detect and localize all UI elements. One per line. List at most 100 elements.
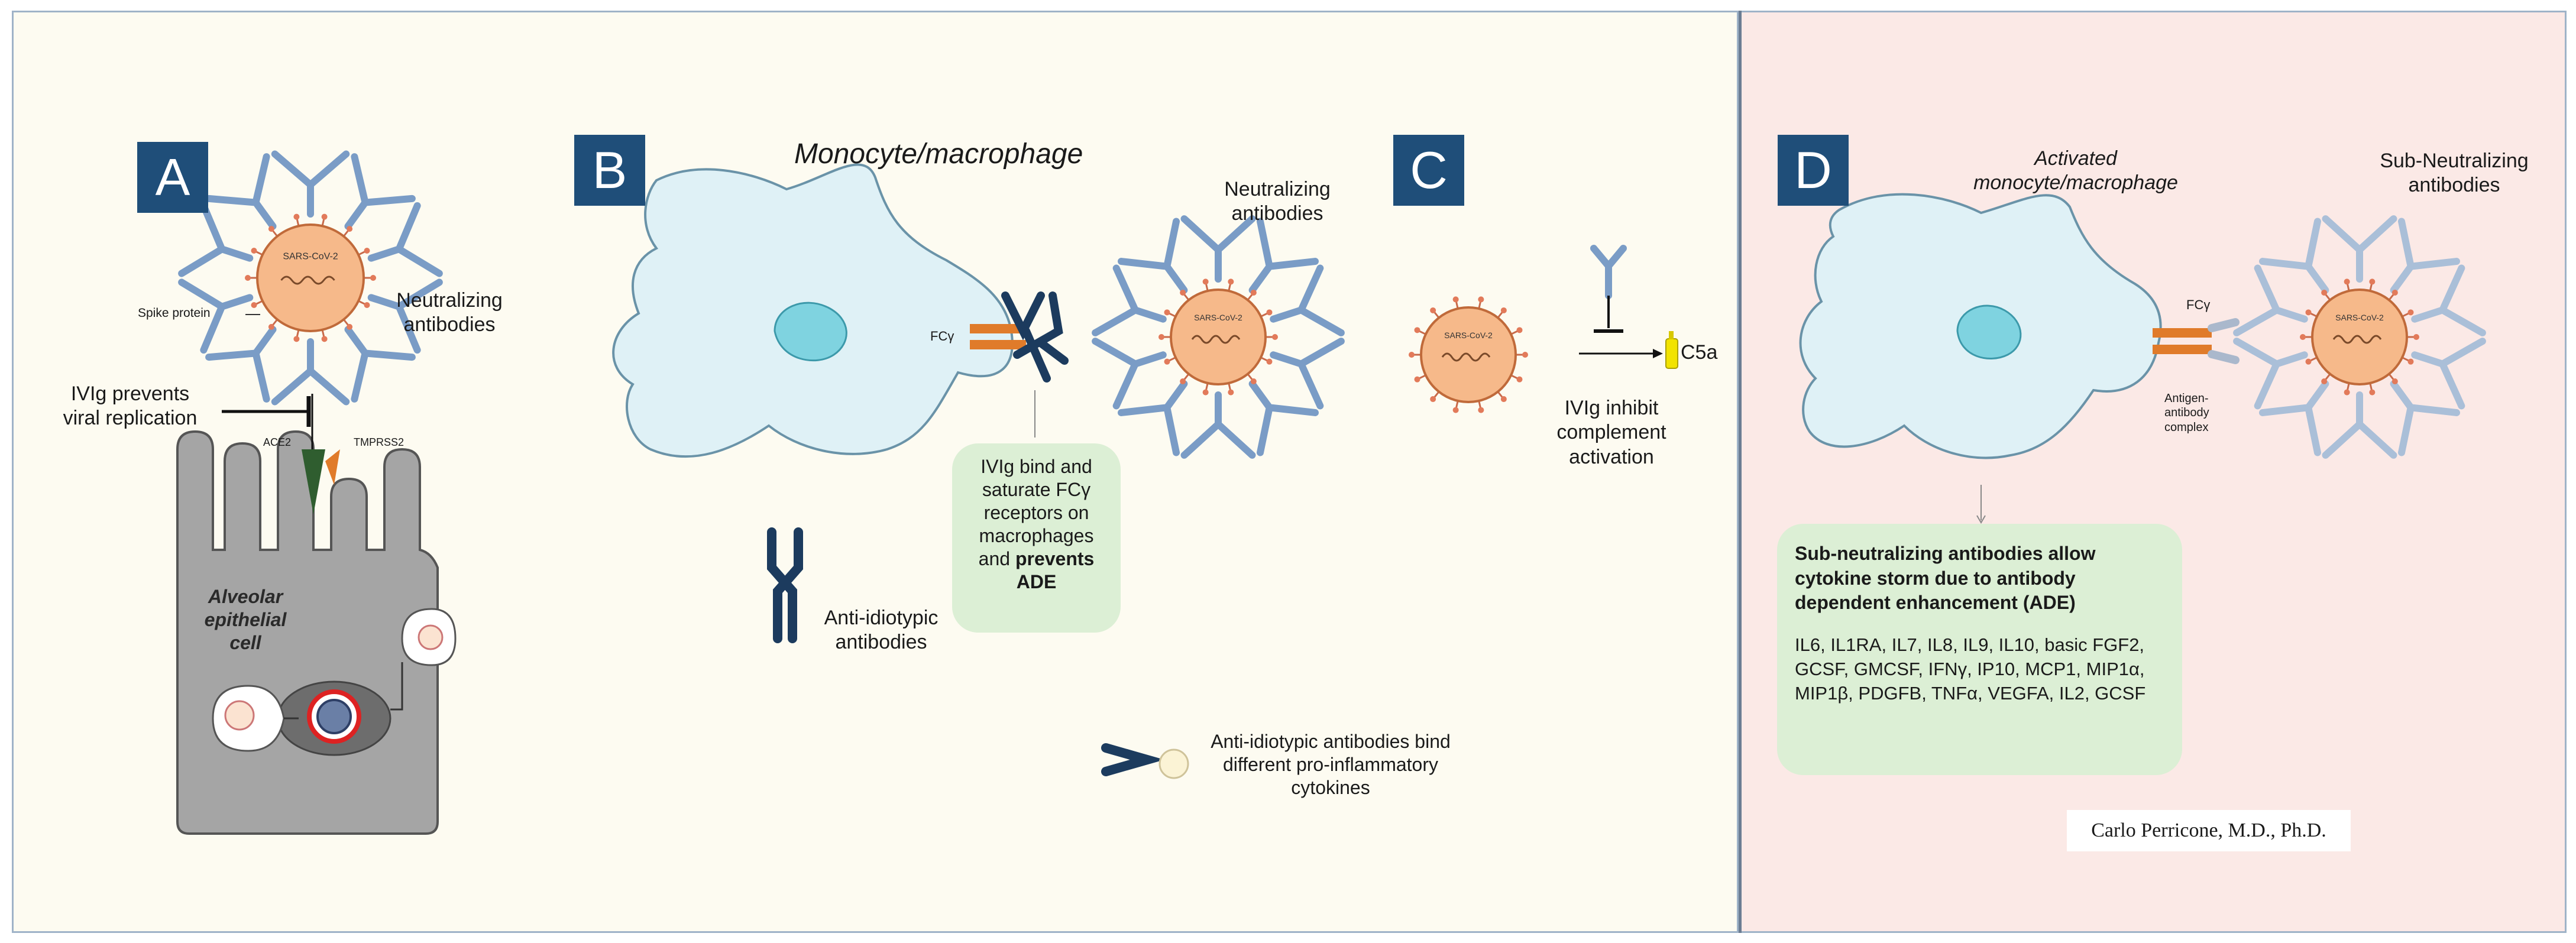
spike-tip [1158, 334, 1164, 340]
antibody [271, 338, 350, 406]
label-fc-gamma-d: FCγ [2186, 297, 2211, 312]
antibody [205, 153, 277, 230]
virus-rna [280, 276, 335, 285]
antibody [1118, 380, 1188, 456]
ivig-fc-saturation-box: IVIg bind and saturate FCγ receptors on … [952, 443, 1121, 633]
antibody [205, 326, 277, 403]
box-pointer-d-head [1976, 515, 1986, 524]
antibody [1180, 215, 1256, 283]
spike-tip [1516, 327, 1523, 333]
antibody [1248, 380, 1319, 456]
spike-tip [2369, 278, 2376, 285]
spike-tip [1452, 296, 1459, 303]
spike-tip [2300, 334, 2306, 340]
spike-tip [2321, 289, 2328, 296]
spike-tip [1452, 407, 1459, 413]
spike-tip [1266, 309, 1273, 316]
fc-receptor-d [2153, 318, 2240, 364]
panel-letter-b: B [574, 135, 645, 206]
antibody [2233, 338, 2308, 410]
author-signature: Carlo Perricone, M.D., Ph.D. [2067, 810, 2351, 851]
label-spike-protein: Spike protein [138, 306, 211, 320]
spike-tip [1430, 396, 1436, 403]
spike-tip [2369, 389, 2376, 396]
panel-d-background [1741, 11, 2567, 933]
label-ace2: ACE2 [263, 436, 292, 448]
spike-tip [1478, 407, 1484, 413]
antibody [2322, 391, 2397, 459]
spike-tip [1164, 358, 1170, 365]
virus-c: SARS-CoV-2 [1409, 296, 1528, 413]
label-ivig-inhibit-complement: IVIg inhibit complement activation [1556, 397, 1666, 468]
label-fc-gamma-b: FCγ [930, 329, 954, 344]
virus-label: SARS-CoV-2 [2335, 313, 2384, 322]
spike-tip [2413, 334, 2419, 340]
label-alveolar-epithelial-cell: Alveolar epithelial cell [204, 586, 287, 654]
virus-rna [2332, 335, 2382, 344]
antibody [2390, 380, 2460, 456]
complement-activation-arrow [1579, 349, 1663, 358]
label-ivig-prevents-replication: IVIg prevents viral replication [63, 383, 198, 430]
cytokine-list: IL6, IL1RA, IL7, IL8, IL9, IL10, basic F… [1795, 634, 2146, 704]
label-sub-neutralizing-antibodies: Sub-Neutralizing antibodies [2380, 150, 2529, 197]
virus-a: SARS-CoV-2 [178, 150, 443, 406]
antibody [367, 202, 443, 277]
spike-tip [1250, 378, 1257, 385]
spike-tip [1228, 389, 1234, 396]
ivig-antibodies-saturating [1001, 291, 1069, 383]
spike-tip [1500, 307, 1507, 313]
spike-tip [2321, 378, 2328, 385]
label-c5a: C5a [1681, 341, 1718, 364]
panel-letter-a: A [137, 142, 208, 213]
virus-label: SARS-CoV-2 [283, 252, 338, 262]
spike-tip [1414, 376, 1420, 383]
spike-tip [1180, 289, 1186, 296]
panel-letter-d: D [1778, 135, 1849, 206]
spike-tip [251, 302, 257, 308]
spike-tip [2391, 378, 2398, 385]
spike-tip [1500, 396, 1507, 403]
antibody [2259, 218, 2329, 294]
spike-tip [364, 248, 370, 254]
panel-divider [1739, 11, 1742, 933]
spike-tip [321, 213, 328, 220]
spike-tip [1430, 307, 1436, 313]
antibody [1180, 391, 1256, 459]
antibody [1092, 338, 1167, 410]
antibody [2411, 338, 2486, 410]
label-activated-monocyte-macrophage: Activated monocyte/macrophage [1973, 147, 2178, 195]
spike-tip [251, 248, 257, 254]
spike-tip [293, 336, 300, 342]
c5a-molecule-icon [1665, 331, 1678, 369]
spike-tip [1202, 389, 1209, 396]
spike-tip [1266, 358, 1273, 365]
antibody [344, 326, 416, 403]
antibody [178, 278, 254, 354]
label-neutralizing-antibodies-a: Neutralizing antibodies [396, 289, 503, 336]
spike-tip [364, 302, 370, 308]
virus-rna [1441, 352, 1491, 362]
virus-label: SARS-CoV-2 [1444, 330, 1493, 340]
antibody [2411, 264, 2486, 336]
ivig-fc-saturation-text: IVIg bind and saturate FCγ receptors on … [978, 456, 1094, 570]
spike-tip [2305, 358, 2312, 365]
virus-d: SARS-CoV-2 [2233, 215, 2486, 459]
anti-idiotypic-antibody-icon [767, 527, 803, 643]
cytokine-storm-box: Sub-neutralizing antibodies allow cytoki… [1777, 524, 2182, 775]
antibody-c-ivig [1590, 245, 1627, 299]
spike-tip [1250, 289, 1257, 296]
spike-tip [2305, 309, 2312, 316]
spike-tip [1164, 309, 1170, 316]
nucleus-d [1956, 304, 2022, 359]
spike-tip [2407, 358, 2414, 365]
cytokine-storm-title: Sub-neutralizing antibodies allow cytoki… [1795, 543, 2096, 614]
spike-tip [1516, 376, 1523, 383]
panel-letter-c: C [1393, 135, 1464, 206]
antibody [1248, 218, 1319, 294]
antibody [367, 278, 443, 354]
antibody [1270, 338, 1345, 410]
antibody [1092, 264, 1167, 336]
antibody [2390, 218, 2460, 294]
antibody [271, 150, 350, 218]
